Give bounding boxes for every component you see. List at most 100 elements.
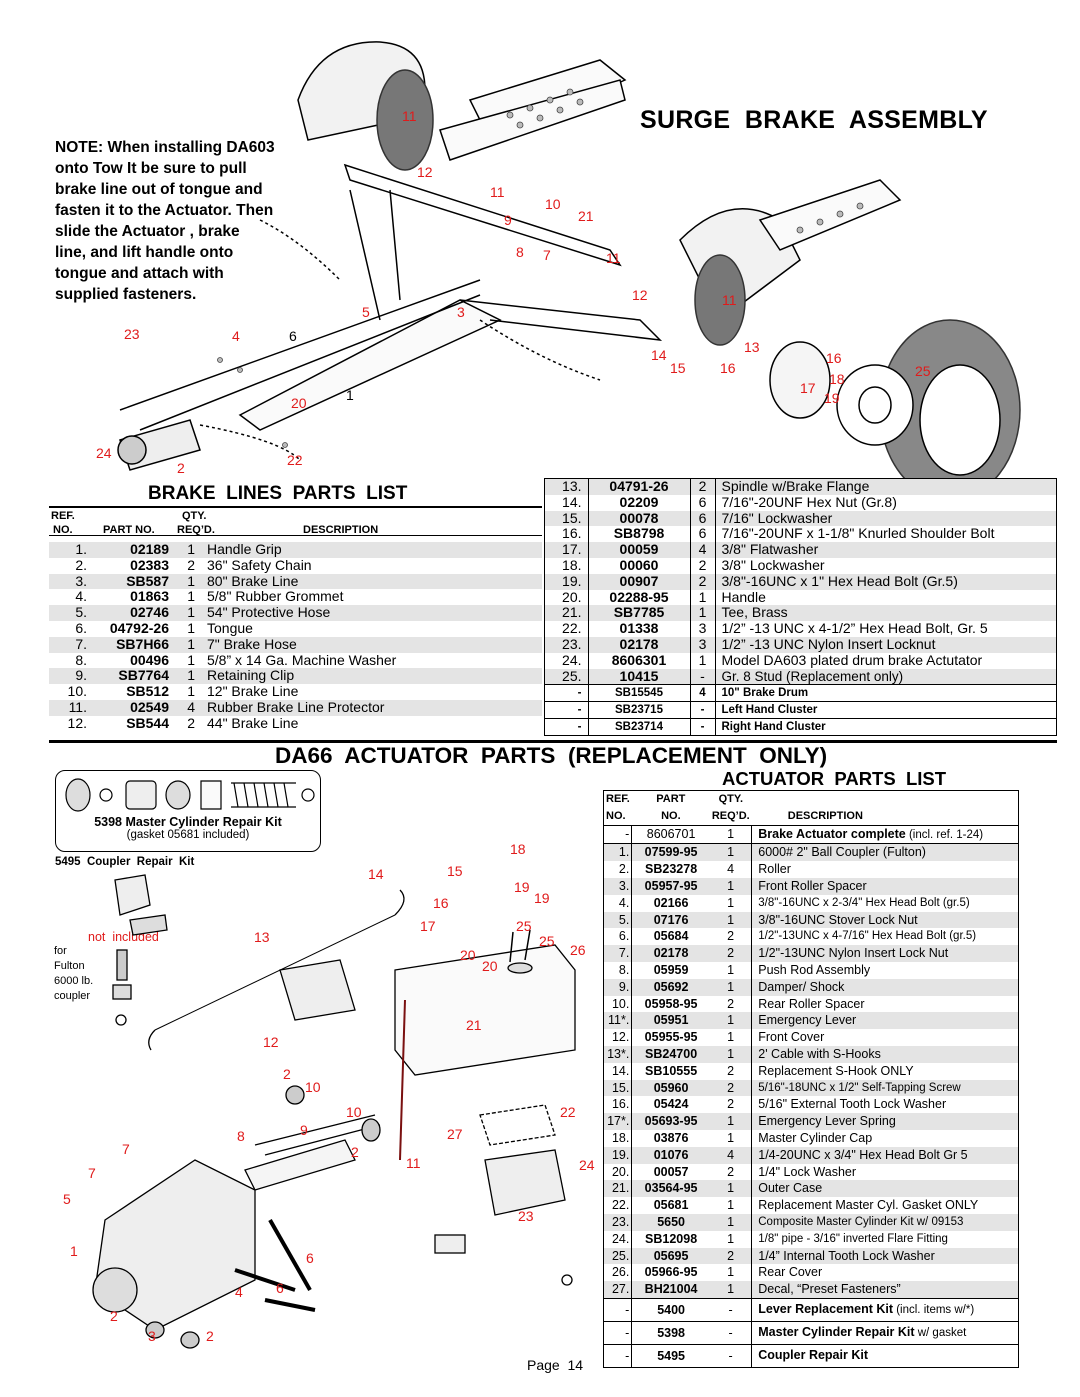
callout-label: 10 [545, 196, 561, 212]
callout-label: 27 [447, 1126, 463, 1142]
part-cell: 05684 [653, 929, 689, 944]
qty-cell: - [709, 1320, 753, 1345]
desc-cell: Damper/ Shock [751, 978, 1019, 996]
part-cell: 05958-95 [644, 996, 698, 1011]
callout-label: 22 [287, 452, 303, 468]
callout-label: 23 [124, 326, 140, 342]
ref-cell: - [545, 684, 589, 702]
ref-cell: 24. [603, 1230, 633, 1248]
desc-cell: 44" Brake Line [207, 714, 299, 731]
part-cell: 05693-95 [631, 1113, 710, 1130]
callout-label: 2 [177, 460, 185, 476]
ref-cell: 7. [603, 945, 633, 962]
desc-cell: 1/2” -13 UNC Nylon Insert Locknut [715, 636, 1056, 653]
qty-cell: 1 [709, 894, 753, 912]
qty-cell: 1 [177, 636, 205, 653]
part-cell: SB7785 [588, 605, 691, 622]
callout-label: 6 [276, 1280, 284, 1296]
table-row: -SB23715-Left Hand Cluster [545, 701, 1056, 719]
part-cell: SB10555 [645, 1063, 698, 1078]
part-cell: 07599-95 [631, 844, 710, 862]
desc-cell: Spindle w/Brake Flange [715, 478, 1056, 495]
desc-cell: Replacement S-Hook ONLY [758, 1063, 914, 1078]
desc-cell: Gr. 8 Stud (Replacement only) [715, 668, 1056, 685]
desc-cell: Replacement Master Cyl. Gasket ONLY [758, 1198, 979, 1213]
note-line: onto Tow It be sure to pull [55, 160, 247, 177]
part-cell: SB12098 [645, 1231, 698, 1246]
desc-cell: 7/16"-20UNF Hex Nut (Gr.8) [721, 493, 897, 510]
part-cell: 05957-95 [631, 877, 710, 895]
ref-cell: 3. [49, 573, 89, 590]
ref-cell: 15. [545, 510, 589, 527]
desc-cell: Brake Actuator complete (incl. ref. 1-24… [751, 824, 1019, 844]
callout-label: 24 [96, 445, 112, 461]
part-cell: SB512 [126, 683, 169, 700]
kit-row: -5400-Lever Replacement Kit (incl. items… [603, 1298, 1019, 1322]
ref-cell: - [603, 824, 633, 844]
section-divider [49, 740, 1057, 743]
header-desc: DESCRIPTION [787, 809, 863, 822]
ref-cell: 23. [603, 1213, 633, 1231]
ref-cell: 25. [603, 1247, 633, 1265]
qty-cell: 1 [709, 978, 753, 996]
kit-row: -5398-Master Cylinder Repair Kit w/ gask… [603, 1320, 1019, 1345]
qty-cell: 6 [690, 510, 716, 527]
callout-label: 16 [720, 360, 736, 376]
ref-cell: 6. [603, 928, 633, 946]
header-ref: REF. [51, 510, 75, 522]
desc-cell: Lever Replacement Kit (incl. items w/*) [752, 1299, 1019, 1322]
qty-cell: - [690, 668, 716, 685]
desc-cell: 1/4” Internal Tooth Lock Washer [751, 1247, 1019, 1265]
note-line: line, and lift handle onto [55, 244, 234, 261]
qty-cell: 6 [690, 526, 716, 543]
part-cell: SB23278 [645, 862, 698, 877]
desc-cell: Rear Cover [758, 1265, 823, 1280]
ref-cell: 21. [603, 1180, 633, 1198]
part-cell: 5650 [631, 1213, 710, 1231]
part-cell: 05692 [631, 978, 710, 996]
qty-cell: 1 [709, 911, 753, 929]
part-cell: SB24700 [631, 1045, 710, 1063]
desc-bold: Lever Replacement Kit [758, 1302, 894, 1316]
callout-label: 2 [110, 1308, 118, 1324]
note-line: slide the Actuator , brake [55, 223, 240, 240]
callout-label: 22 [560, 1104, 576, 1120]
desc-note: (incl. items w/*) [893, 1304, 975, 1316]
ref-cell: 4. [603, 894, 633, 912]
ref-cell: 17*. [603, 1113, 633, 1130]
qty-cell: 1 [690, 589, 716, 606]
ref-cell: 9. [49, 668, 89, 685]
qty-cell: 2 [690, 478, 716, 495]
ref-cell: 20. [545, 589, 589, 606]
callout-label: 25 [915, 363, 931, 379]
coupler-kit-label: 5495 Coupler Repair Kit [55, 856, 195, 868]
qty-cell: 2 [690, 573, 716, 590]
ref-cell: 14. [545, 494, 589, 511]
not-included-label: not included [88, 930, 159, 944]
qty-cell: 4 [709, 861, 753, 878]
callout-label: 5 [63, 1191, 71, 1207]
page-number: Page 14 [527, 1357, 584, 1373]
ref-cell: 8. [603, 961, 633, 979]
part-cell: 02178 [631, 945, 710, 962]
ref-cell: 2. [603, 861, 633, 878]
desc-cell: 1/2"-13UNC Nylon Insert Lock Nut [751, 945, 1019, 962]
ref-cell: 10. [67, 683, 87, 700]
desc-note: w/ gasket [914, 1327, 967, 1339]
callout-label: 18 [510, 841, 526, 857]
qty-cell: 1 [177, 573, 205, 590]
desc-cell: Roller [758, 862, 791, 877]
